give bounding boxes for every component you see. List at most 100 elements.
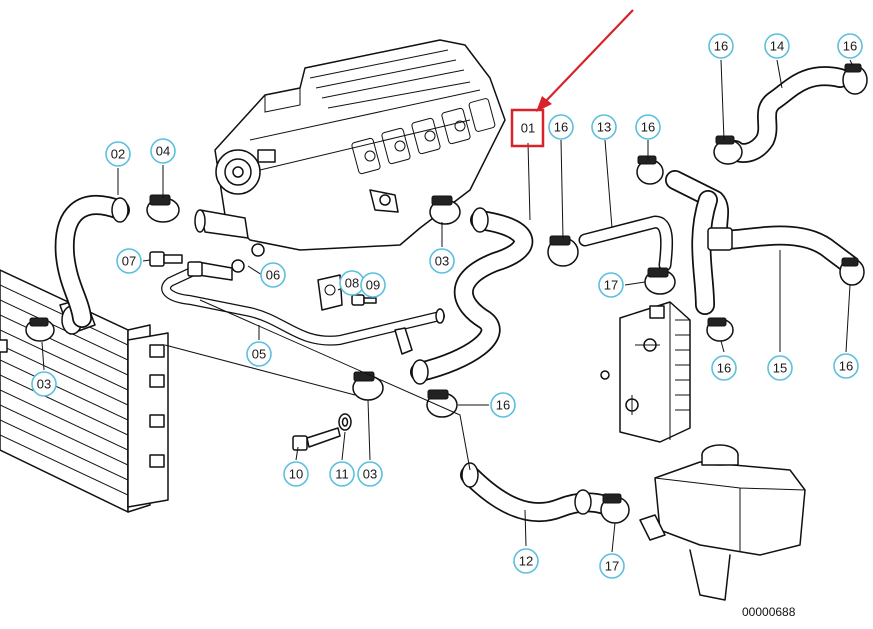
callout-05: 05 [246,341,272,367]
callout-03: 03 [31,371,57,397]
callout-circle [548,114,574,140]
callout-circle [599,553,625,579]
callout-label: 16 [843,39,857,54]
callout-circle [429,248,455,274]
callout-07: 07 [116,248,142,274]
callout-16: 16 [711,355,737,381]
callout-circle [708,33,734,59]
callout-04: 04 [150,138,176,164]
callout-label: 09 [366,278,380,293]
callout-circle [837,33,863,59]
callout-08: 08 [339,270,365,296]
callout-label: 16 [714,39,728,54]
callout-15: 15 [767,355,793,381]
callout-circle [513,548,539,574]
hose-12 [460,462,615,523]
clamp-16-a [547,235,579,267]
callout-label: 17 [604,278,618,293]
callout-label: 01 [521,121,535,136]
hose-02 [54,195,130,328]
callout-circle [357,461,383,487]
washer-11 [338,413,352,431]
callout-label: 07 [122,254,136,269]
callout-16: 16 [548,114,574,140]
callout-label: 11 [335,467,349,482]
callout-circle [598,272,624,298]
callout-circle [31,371,57,397]
callout-label: 03 [363,467,377,482]
callout-03: 03 [357,461,383,487]
callout-16: 16 [490,392,516,418]
callout-17: 17 [599,553,625,579]
callout-label: 15 [773,361,787,376]
callout-label: 06 [266,268,280,283]
callout-circle [329,461,355,487]
callout-circle [764,33,790,59]
hose-14 [725,66,850,163]
clamp-03-lower [352,371,384,401]
callout-circle [711,355,737,381]
callout-circle [591,114,617,140]
callout-label: 05 [252,347,266,362]
bolt-07 [149,251,183,267]
sensor-08 [187,259,343,311]
callout-label: 14 [770,39,784,54]
callout-label: 13 [597,120,611,135]
clamp-16-c [713,135,743,165]
callout-label: 03 [37,377,51,392]
callout-16: 16 [708,33,734,59]
callout-label: 17 [605,559,619,574]
clamp-16-f [706,317,734,342]
callout-01: 01 [515,114,541,142]
callout-circle [260,262,286,288]
callout-layer: 01 02 03 03 03 04 05 06 07 08 09 10 11 12 13 14 15 16 16 16… [31,33,863,579]
callout-label: 16 [641,120,655,135]
callout-03: 03 [429,248,455,274]
callout-circle [283,461,309,487]
callout-label: 16 [717,361,731,376]
red-arrowhead [536,96,552,112]
callout-label: 16 [496,398,510,413]
clamp-16-g [426,389,458,418]
callout-label: 10 [289,467,303,482]
callout-circle [360,272,386,298]
callout-box-fill [515,114,541,142]
clamp-03-radiator [25,317,55,342]
bolt-10 [292,427,341,451]
callout-label: 12 [519,554,533,569]
clamp-16-b [636,155,664,185]
callout-circle [767,355,793,381]
callout-02: 02 [105,141,131,167]
callout-label: 02 [111,147,125,162]
clamp-16-d [842,63,868,95]
callout-label: 08 [345,276,359,291]
hose-05-pipe [161,263,445,355]
callout-17: 17 [598,272,624,298]
clamp-16-e [839,257,865,286]
hose-13 [578,215,674,272]
hose-01-main [410,207,534,385]
reference-number: 00000688 [742,605,796,619]
callout-label: 04 [156,144,170,159]
callout-circle [246,341,272,367]
callout-12: 12 [513,548,539,574]
hose-15 [665,170,860,315]
callout-10: 10 [283,461,309,487]
callout-16: 16 [837,33,863,59]
callout-11: 11 [329,461,355,487]
clamp-17-a [644,267,676,295]
engine-block [194,39,506,257]
callout-16: 16 [833,353,859,379]
callout-06: 06 [260,262,286,288]
callout-label: 16 [554,120,568,135]
callout-14: 14 [764,33,790,59]
callout-16: 16 [635,114,661,140]
highlight-marker [510,9,634,148]
screw-09 [351,294,377,306]
callout-circle [490,392,516,418]
callout-circle [833,353,859,379]
highlight-box [510,108,545,148]
callout-label: 16 [839,359,853,374]
